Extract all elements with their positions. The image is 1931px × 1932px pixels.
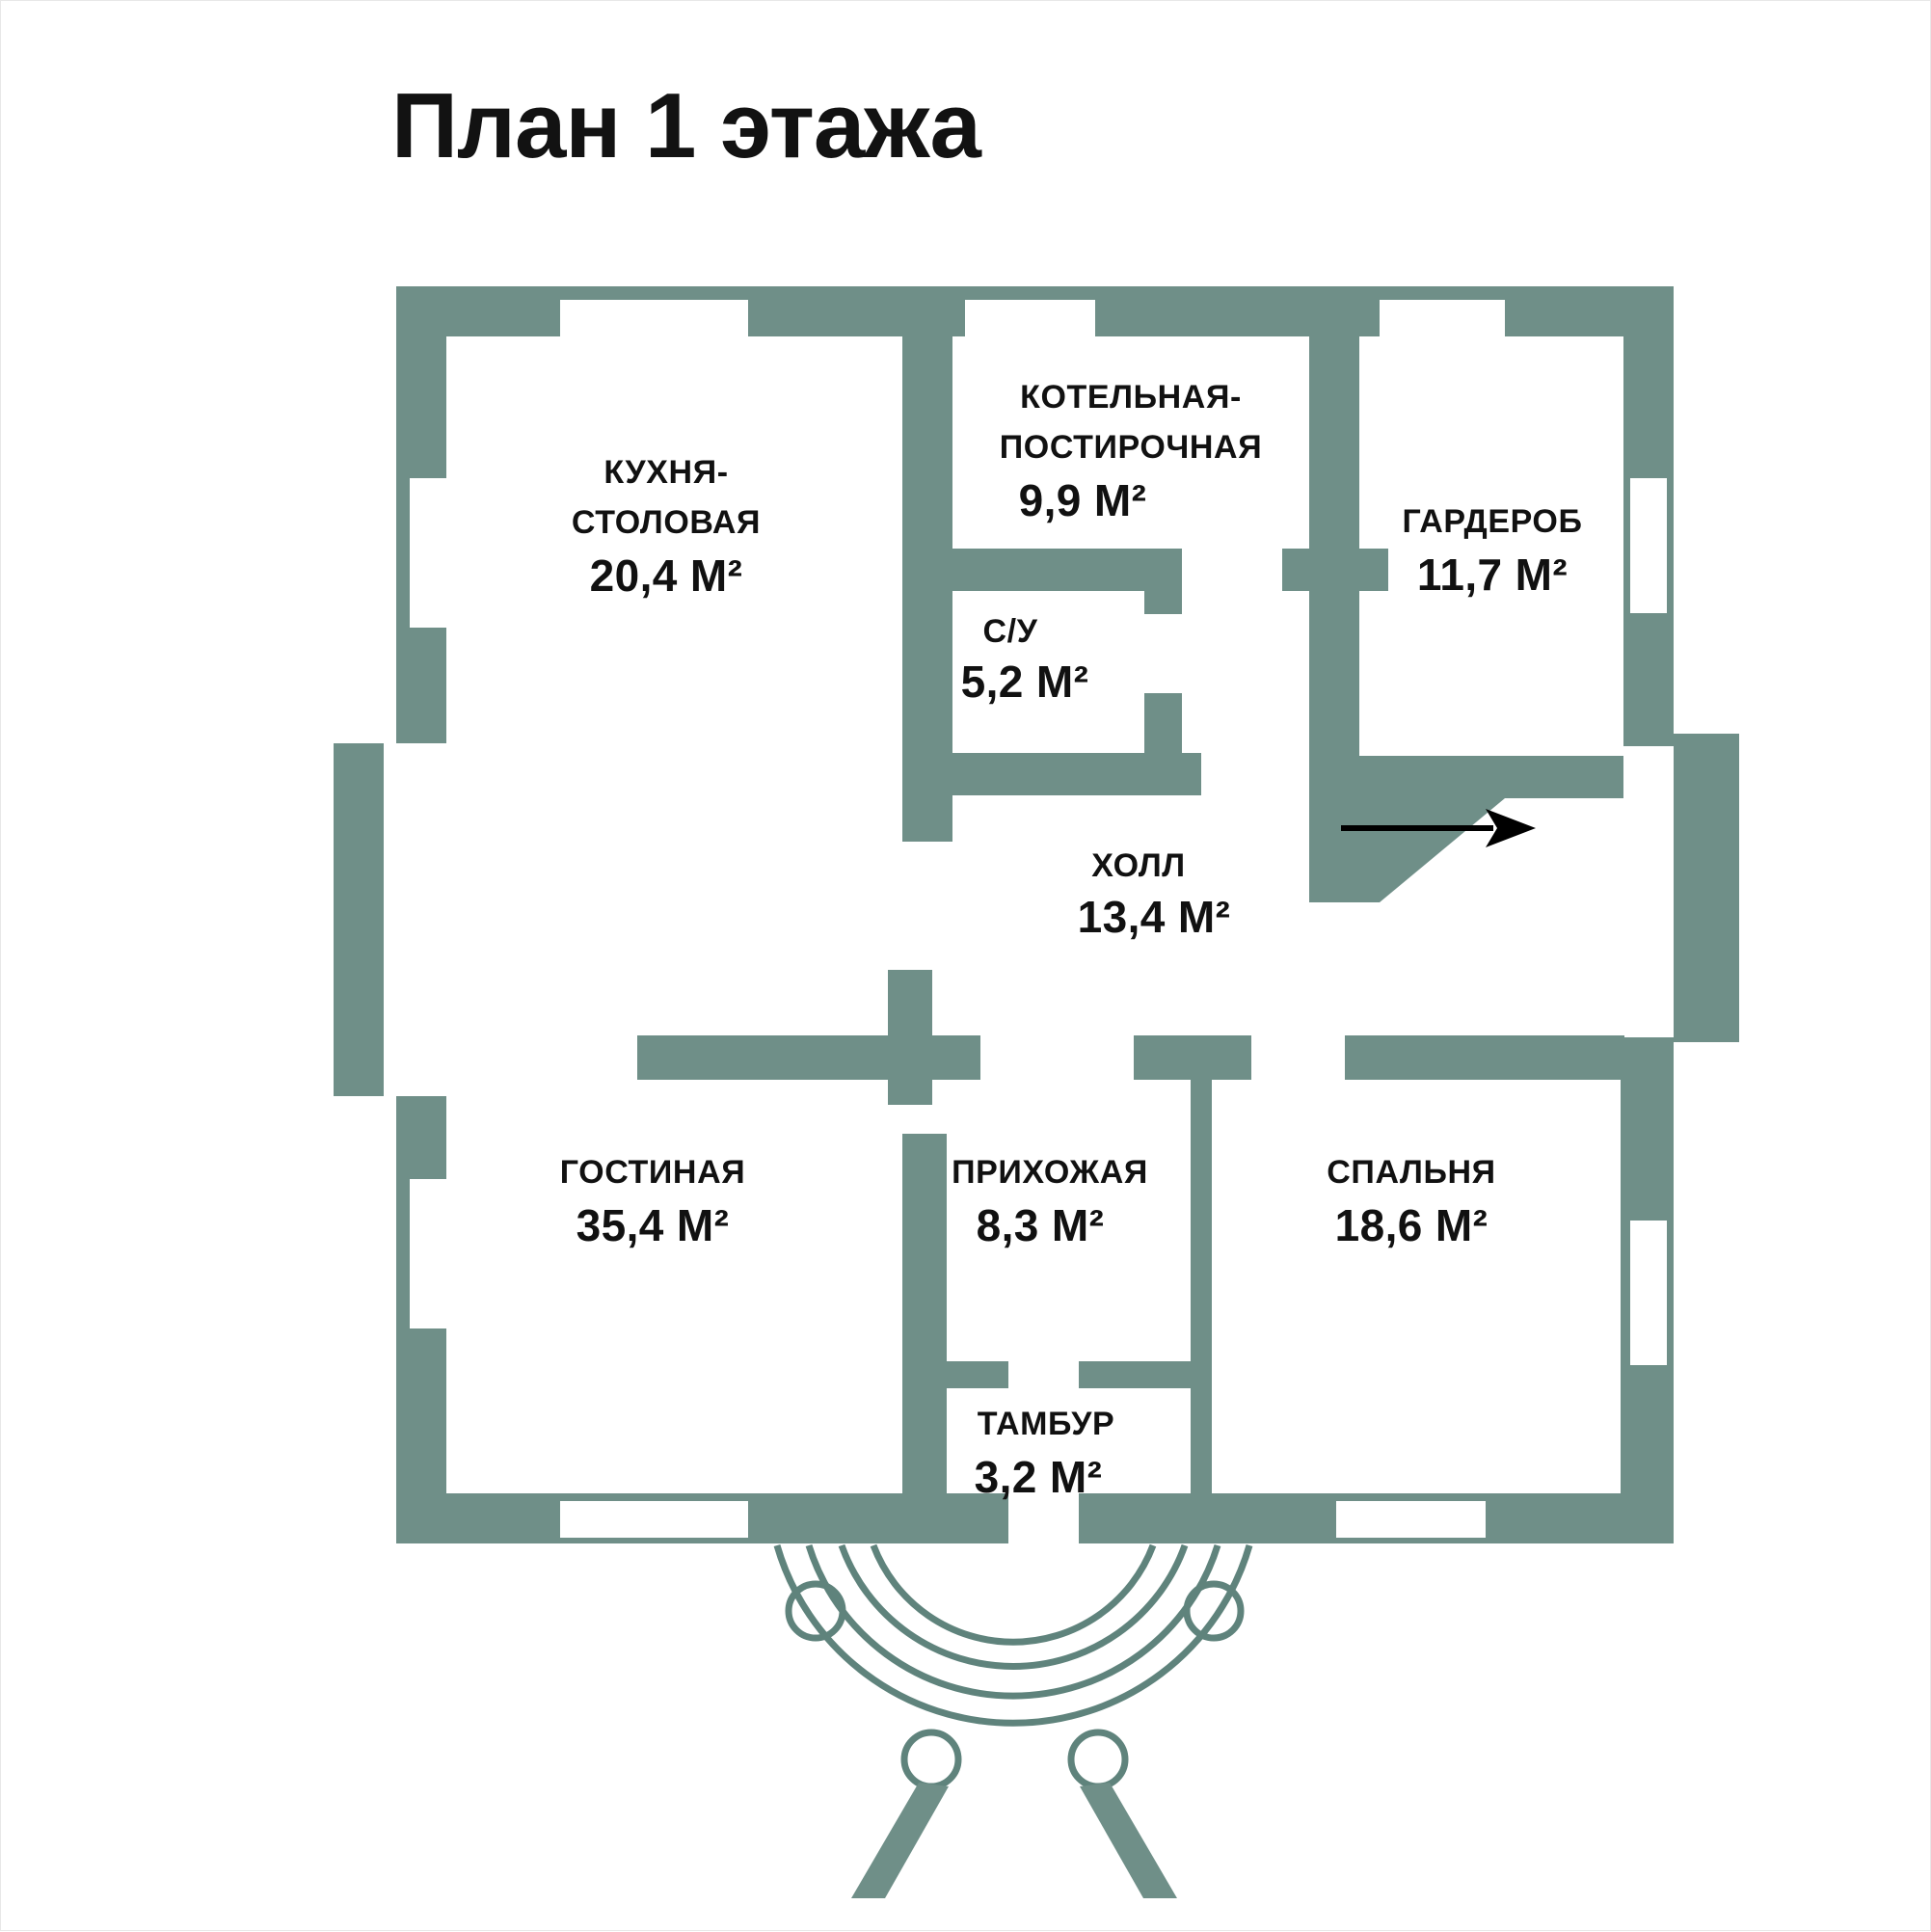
interior-wall-hall-horizontal-stub: [637, 1035, 980, 1080]
interior-wall-vestibule-top-left: [941, 1361, 1008, 1388]
room-area-bathroom: 5,2 М²: [961, 657, 1089, 707]
porch-arc-second: [805, 1543, 1221, 1700]
porch-column-right-upper: [1183, 1580, 1245, 1642]
porch-arc-outer: [773, 1544, 1253, 1727]
room-area-wardrobe: 11,7 М²: [1417, 550, 1568, 600]
interior-wall-bathroom-right-upper: [1144, 549, 1182, 614]
interior-wall-living-right: [902, 1134, 947, 1543]
interior-wall-boiler-right: [1309, 286, 1359, 576]
window-left-kitchen: [410, 478, 446, 628]
interior-wall-bedroom-top: [1345, 1035, 1624, 1080]
window-bottom-living: [560, 1501, 748, 1538]
porch-arc-inner: [870, 1543, 1157, 1646]
interior-wall-entrance-hall-right: [1191, 1035, 1212, 1517]
window-left-living: [410, 1179, 446, 1328]
interior-wall-vestibule-top-right: [1079, 1361, 1204, 1388]
room-label-bathroom: С/У: [983, 613, 1038, 650]
page-title: План 1 этажа: [391, 74, 981, 177]
door-opening-vestibule: [1008, 1493, 1079, 1547]
room-label-boiler-laundry-line2: ПОСТИРОЧНАЯ: [1000, 429, 1263, 466]
porch-steps-group: [773, 1543, 1253, 1790]
exterior-wall-right-bump: [1674, 734, 1739, 1042]
room-label-kitchen-dining-line2: СТОЛОВАЯ: [572, 504, 761, 541]
room-label-group: КУХНЯ- СТОЛОВАЯ 20,4 М² КОТЕЛЬНАЯ- ПОСТИ…: [560, 379, 1582, 1502]
window-top-wardrobe: [1380, 300, 1505, 336]
room-area-vestibule: 3,2 М²: [975, 1452, 1103, 1502]
porch-rail-right: [1080, 1783, 1177, 1898]
door-opening-vestibule-interior: [1008, 1361, 1079, 1388]
porch-arc-third: [838, 1543, 1189, 1670]
room-label-vestibule: ТАМБУР: [978, 1406, 1115, 1442]
porch-rail-group: [851, 1783, 1177, 1898]
porch-column-left-lower: [900, 1729, 962, 1790]
stair-direction-arrow: [1341, 809, 1536, 847]
wall-group: [334, 286, 1739, 1543]
interior-wall-stair-top: [1309, 756, 1623, 798]
porch-rail-left: [851, 1783, 949, 1898]
window-bottom-bedroom: [1336, 1501, 1486, 1538]
room-label-kitchen-dining-line1: КУХНЯ-: [603, 454, 728, 491]
room-label-hall: ХОЛЛ: [1091, 847, 1186, 884]
room-label-entrance-hall: ПРИХОЖАЯ: [952, 1154, 1148, 1191]
room-area-kitchen-dining: 20,4 М²: [590, 550, 743, 601]
room-label-bedroom: СПАЛЬНЯ: [1327, 1154, 1495, 1191]
room-label-living-room: ГОСТИНАЯ: [560, 1154, 746, 1191]
room-area-hall: 13,4 М²: [1078, 892, 1231, 942]
room-area-boiler-laundry: 9,9 М²: [1019, 475, 1147, 525]
porch-column-right-lower: [1067, 1729, 1129, 1790]
interior-wall-wardrobe-bottom: [1282, 549, 1388, 591]
window-group: [410, 300, 1667, 1547]
porch-column-left-upper: [785, 1580, 846, 1642]
window-right-wardrobe: [1630, 478, 1667, 613]
room-label-boiler-laundry-line1: КОТЕЛЬНАЯ-: [1020, 379, 1242, 416]
room-label-wardrobe: ГАРДЕРОБ: [1402, 503, 1582, 540]
room-area-bedroom: 18,6 М²: [1335, 1200, 1488, 1250]
room-area-entrance-hall: 8,3 М²: [977, 1200, 1105, 1250]
room-area-living-room: 35,4 М²: [577, 1200, 730, 1250]
window-right-bedroom: [1630, 1221, 1667, 1365]
interior-wall-bathroom-bottom: [902, 753, 1201, 795]
window-top-boiler: [965, 300, 1095, 336]
interior-wall-boiler-bottom: [902, 549, 1182, 591]
window-top-kitchen: [560, 300, 748, 336]
